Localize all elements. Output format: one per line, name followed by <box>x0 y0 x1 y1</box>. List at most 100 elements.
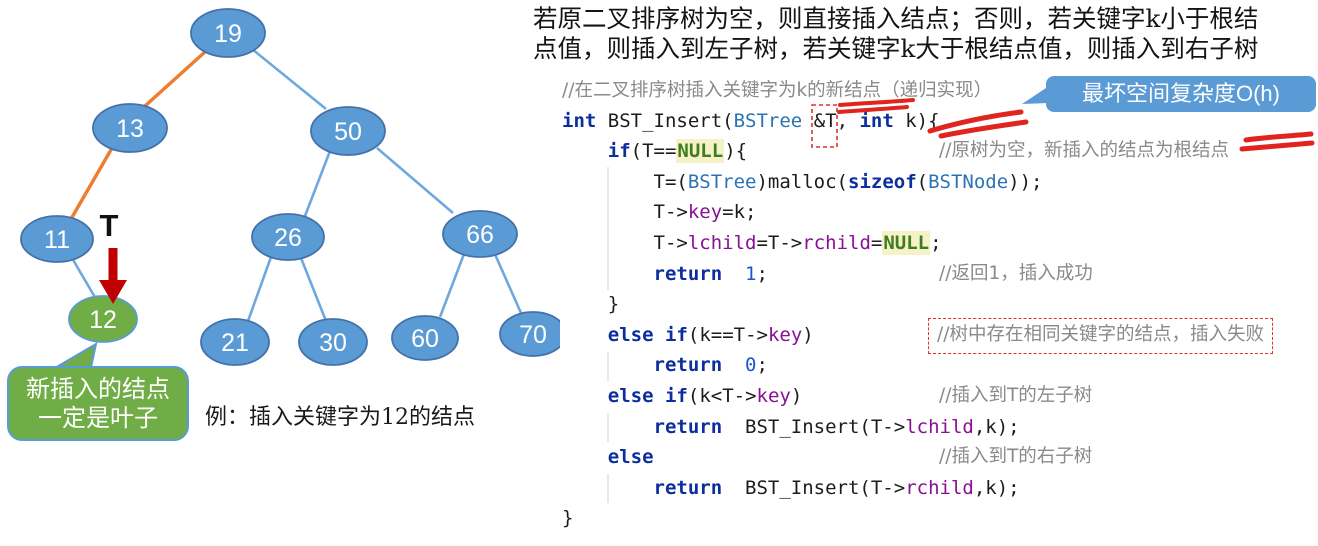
code-segment: BST_Insert( <box>596 109 734 132</box>
code-segment: } <box>562 507 574 530</box>
code-line: //在二叉排序树插入关键字为k的新结点（递归实现） <box>562 75 1043 106</box>
tree-node-ellipse <box>92 103 168 153</box>
leaf-callout: 新插入的结点 一定是叶子 <box>7 341 189 441</box>
tree-node-ellipse <box>190 8 266 58</box>
code-segment: (T== <box>630 140 677 163</box>
tree-edge <box>438 253 466 318</box>
tree-node-26: 26 <box>251 213 325 261</box>
tree-edge <box>70 257 98 300</box>
code-segment: ) <box>802 323 814 346</box>
tree-edge-highlighted <box>143 49 208 108</box>
code-segment <box>722 263 745 285</box>
tree-node-ellipse <box>298 318 368 366</box>
code-segment: ){ <box>724 140 748 163</box>
tree-edge <box>492 251 523 314</box>
tree-node-30: 30 <box>298 318 368 366</box>
code-segment: =k; <box>722 201 757 224</box>
tree-node-13: 13 <box>92 103 168 153</box>
code-line: T->key=k; <box>562 197 1043 228</box>
code-segment: key <box>687 201 723 224</box>
code-segment: ; <box>756 262 768 285</box>
tree-node-12: 12 <box>68 295 138 343</box>
tree-node-21: 21 <box>200 318 270 366</box>
tree-edge-highlighted <box>69 147 114 220</box>
tree-node-value: 70 <box>519 321 547 349</box>
code-segment: = <box>870 231 883 254</box>
code-segment: ,k); <box>973 476 1020 499</box>
red-underline-oh <box>1239 131 1315 152</box>
tree-node-value: 30 <box>319 329 347 357</box>
code-segment <box>654 324 665 346</box>
pointer-label-T: T <box>100 208 119 243</box>
code-line: return BST_Insert(T->lchild,k); <box>562 412 1043 443</box>
code-segment <box>562 446 608 468</box>
code-segment <box>562 416 654 438</box>
code-line: else//插入到T的右子树 <box>562 442 1093 473</box>
tree-node-50: 50 <box>310 106 386 156</box>
code-segment: ) <box>790 384 803 407</box>
code-line: if(T==NULL){//原树为空，新插入的结点为根结点 <box>562 136 1229 167</box>
code-segment: sizeof <box>848 170 917 193</box>
tree-edge <box>246 256 273 322</box>
intro-line-2: 点值，则插入到左子树，若关键字k大于根结点值，则插入到右子树 <box>533 34 1259 63</box>
code-segment: )); <box>1008 170 1043 193</box>
tree-node-ellipse <box>310 106 386 156</box>
code-line: return 0; <box>562 350 1043 381</box>
code-segment: else <box>607 384 654 407</box>
tree-node-19: 19 <box>190 8 266 58</box>
code-segment: BSTNode <box>928 170 1009 193</box>
code-segment: (k<T-> <box>687 384 757 407</box>
tree-edge <box>299 257 328 322</box>
code-segment <box>562 324 608 346</box>
tree-node-value: 13 <box>116 115 144 143</box>
code-segment <box>562 385 608 407</box>
code-line: } <box>562 289 1043 320</box>
code-segment: else <box>607 323 654 346</box>
tree-node-ellipse <box>251 213 325 261</box>
tree-node-value: 50 <box>334 118 362 146</box>
code-segment: if <box>607 140 631 163</box>
code-segment: (k==T-> <box>687 323 768 346</box>
code-segment: ; <box>930 231 942 254</box>
code-segment <box>562 477 654 499</box>
code-segment: =T-> <box>756 231 803 254</box>
code-comment-boxed: //树中存在相同关键字的结点，插入失败 <box>928 317 1273 355</box>
code-segment <box>562 263 654 285</box>
code-comment: //插入到T的左子树 <box>939 384 1093 406</box>
code-segment: NULL <box>676 139 725 164</box>
tree-node-value: 66 <box>466 221 494 249</box>
tree-node-66: 66 <box>442 210 518 258</box>
code-comment: //插入到T的右子树 <box>939 446 1093 468</box>
code-block: //在二叉排序树插入关键字为k的新结点（递归实现）int BST_Insert(… <box>562 75 1273 534</box>
code-segment: BSTree <box>687 170 757 193</box>
code-segment: ,k); <box>973 415 1020 438</box>
code-segment: rchild <box>802 231 871 254</box>
code-segment: &T, <box>802 109 860 132</box>
code-segment: key <box>767 323 803 346</box>
intro-line-1: 若原二叉排序树为空，则直接插入结点；否则，若关键字k小于根结 <box>533 4 1259 33</box>
code-segment <box>562 140 608 162</box>
code-segment: BST_Insert(T-> <box>722 415 906 438</box>
code-segment <box>654 385 665 407</box>
code-segment <box>722 354 745 376</box>
tree-node-11: 11 <box>20 215 94 263</box>
code-segment <box>562 354 654 376</box>
tree-edge <box>303 150 332 217</box>
code-segment: )malloc( <box>756 170 848 193</box>
leaf-callout-line1: 新插入的结点 <box>26 376 170 403</box>
tree-node-value: 11 <box>44 226 70 254</box>
code-segment: k){ <box>893 109 940 132</box>
tree-node-ellipse <box>499 311 560 357</box>
code-segment: return <box>653 262 723 285</box>
code-segment: ; <box>756 354 768 377</box>
code-segment: if <box>664 323 688 346</box>
code-segment: lchild <box>905 415 974 438</box>
code-comment: //在二叉排序树插入关键字为k的新结点（递归实现） <box>562 80 993 101</box>
tree-node-value: 12 <box>89 306 117 334</box>
code-comment: //返回1，插入成功 <box>939 262 1093 284</box>
tree-edge <box>376 147 454 214</box>
code-segment: BSTree <box>733 109 803 132</box>
insert-arrow-icon <box>99 248 127 304</box>
